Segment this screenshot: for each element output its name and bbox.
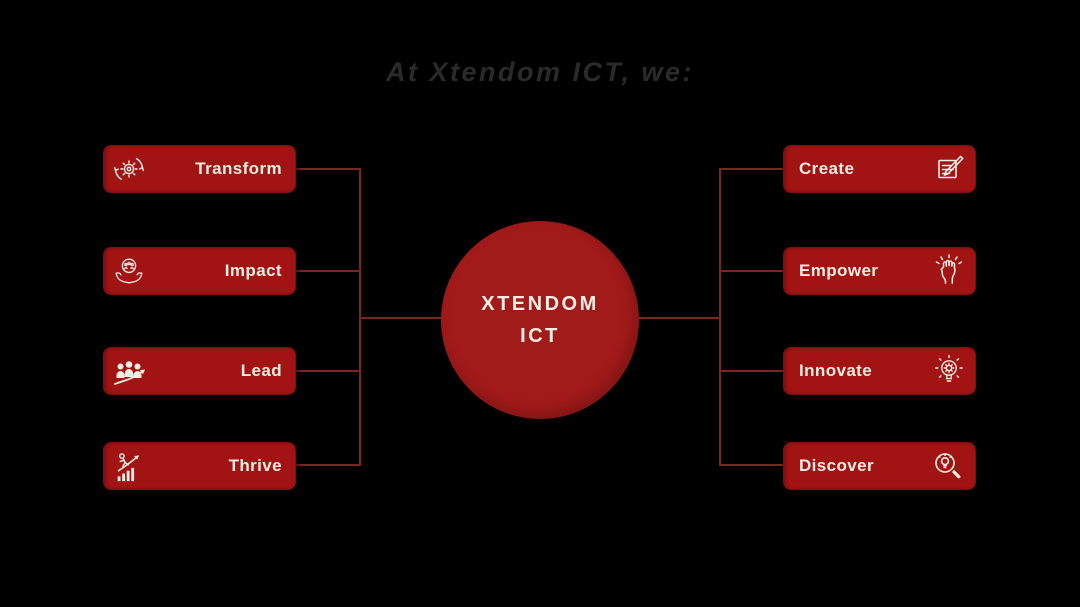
hands-globe-icon: [112, 254, 146, 288]
page-title: At Xtendom ICT, we:: [386, 57, 694, 87]
connector-right-stub-3: [721, 370, 783, 372]
note-pencil-icon: [931, 151, 967, 187]
branch-node-empower: Empower: [783, 247, 976, 295]
center-label-line2: ICT: [520, 325, 560, 347]
branch-node-lead: Lead: [103, 347, 296, 395]
connector-right-stub-1: [721, 168, 783, 170]
connector-left-stub-4: [295, 464, 360, 466]
connector-right-stub-2: [721, 270, 783, 272]
connector-center-to-right: [637, 317, 721, 319]
connector-right-vertical: [719, 168, 721, 466]
node-label: Transform: [195, 159, 282, 178]
node-label: Innovate: [799, 361, 873, 380]
node-label: Discover: [799, 456, 875, 475]
magnifier-bulb-icon: [929, 447, 967, 485]
team-growth-icon: [112, 354, 148, 388]
node-label: Impact: [224, 261, 282, 280]
node-label: Lead: [240, 361, 282, 380]
center-label-line1: XTENDOM: [481, 293, 599, 315]
center-node-xtendom-ict: XTENDOM ICT: [441, 221, 639, 419]
branch-node-innovate: Innovate: [783, 347, 976, 395]
connector-left-to-center: [359, 317, 443, 319]
branch-node-create: Create: [783, 145, 976, 193]
connector-left-stub-1: [295, 168, 360, 170]
connector-left-stub-3: [295, 370, 360, 372]
connector-right-stub-4: [721, 464, 783, 466]
transform-cycle-icon: [112, 152, 146, 186]
branch-node-discover: Discover: [783, 442, 976, 490]
branch-node-transform: Transform: [103, 145, 296, 193]
node-label: Thrive: [228, 456, 282, 475]
connector-left-stub-2: [295, 270, 360, 272]
raised-fist-icon: [931, 253, 967, 289]
node-label: Empower: [799, 261, 879, 280]
person-climb-chart-icon: [112, 449, 146, 483]
bulb-gear-icon: [931, 353, 967, 389]
branch-node-thrive: Thrive: [103, 442, 296, 490]
branch-node-impact: Impact: [103, 247, 296, 295]
node-label: Create: [799, 159, 855, 178]
